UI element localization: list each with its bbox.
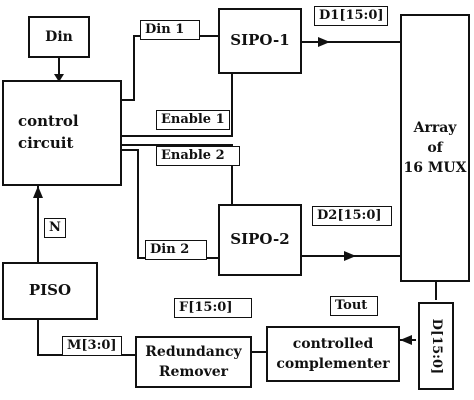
din-block: Din: [28, 16, 90, 58]
m-label: M[3:0]: [62, 336, 122, 356]
arrow-d1-array: [318, 37, 330, 47]
enable2-label: Enable 2: [156, 146, 240, 166]
dout-label-box: D[15:0]: [418, 302, 454, 390]
redundancy-remover-block: Redundancy Remover: [135, 336, 252, 388]
sipo2-block: SIPO-2: [218, 204, 302, 276]
din2-label: Din 2: [145, 240, 207, 260]
control-circuit-block: control circuit: [2, 80, 122, 186]
control-circuit-label: control circuit: [18, 112, 79, 152]
arrow-n-control: [33, 186, 43, 198]
arrow-d2-array: [344, 251, 356, 261]
piso-block: PISO: [2, 262, 98, 320]
controlled-complementer-block: controlled complementer: [266, 326, 400, 382]
d1-label: D1[15:0]: [314, 6, 388, 26]
enable1-label: Enable 1: [156, 110, 230, 130]
n-label: N: [44, 218, 66, 238]
dout-label: D[15:0]: [429, 318, 445, 374]
arrow-dout-complementer: [400, 335, 412, 345]
arrow-din-control: [54, 74, 64, 82]
d2-label: D2[15:0]: [312, 206, 392, 226]
tout-label: Tout: [330, 296, 378, 316]
mux-array-block: Array of 16 MUX: [400, 14, 470, 282]
f-label: F[15:0]: [174, 298, 252, 318]
sipo1-block: SIPO-1: [218, 8, 302, 74]
din1-label: Din 1: [140, 20, 200, 40]
